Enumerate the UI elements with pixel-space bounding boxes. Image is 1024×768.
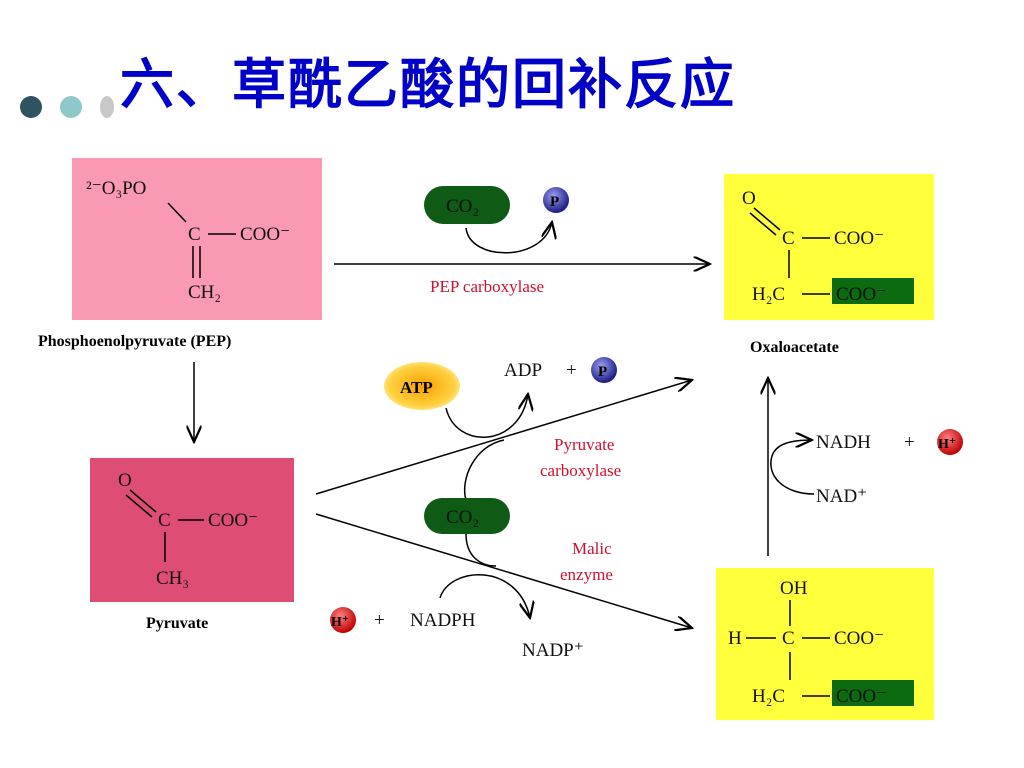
- nadh-plus: +: [904, 432, 915, 453]
- pyruvate-ch3: CH₃: [156, 568, 189, 589]
- oaa-carboxyl: COO⁻: [834, 228, 884, 249]
- oaa-new-carboxyl: COO⁻: [836, 284, 886, 305]
- pyruvate-carboxylase-label-line2: carboxylase: [540, 461, 621, 480]
- co2-uptake-arrow: [464, 439, 505, 501]
- svg-text:ATP: ATP: [400, 378, 433, 397]
- svg-text:CO₂: CO₂: [446, 196, 479, 217]
- page-title: 六、草酰乙酸的回补反应: [120, 53, 736, 116]
- adp-text: ADP: [504, 360, 542, 381]
- pyruvate-carbon: C: [158, 510, 171, 531]
- malic-enzyme-label-line1: Malic: [572, 539, 612, 558]
- nad-to-nadh-arrow: [770, 440, 815, 495]
- nadph-text: NADPH: [410, 610, 476, 631]
- phosphate-icon: P: [543, 187, 569, 213]
- atp-icon: ATP: [384, 362, 460, 410]
- pep-carboxylase-cofactor-arrow: [465, 222, 552, 254]
- oxaloacetate-structure: O C COO⁻ H₂C COO⁻: [724, 174, 934, 320]
- malate-h: H: [728, 628, 742, 649]
- nadph-plus: +: [374, 610, 385, 631]
- svg-text:H⁺: H⁺: [331, 615, 349, 630]
- pep-carboxyl: COO⁻: [240, 224, 290, 245]
- pyruvate-label: Pyruvate: [146, 615, 208, 632]
- decor-dot-3: [100, 96, 114, 118]
- pep-phosphate-group: ²⁻O₃PO: [86, 178, 146, 199]
- h-plus-icon: H⁺: [330, 607, 356, 633]
- pyruvate-carboxyl: COO⁻: [208, 510, 258, 531]
- phosphate-icon-2: P: [591, 357, 617, 383]
- pep-structure: ²⁻O₃PO C COO⁻ CH₂: [72, 158, 322, 320]
- decor-dot-2: [60, 96, 82, 118]
- oaa-h2c: H₂C: [752, 284, 785, 305]
- nad-plus-text: NAD⁺: [816, 486, 867, 507]
- malic-enzyme-arrow: [315, 513, 692, 628]
- pep-ch2: CH₂: [188, 282, 221, 303]
- malate-oh: OH: [780, 578, 808, 599]
- malate-structure: OH H C COO⁻ H₂C COO⁻: [716, 568, 934, 720]
- pep-label: Phosphoenolpyruvate (PEP): [38, 333, 231, 350]
- malate-new-carboxyl: COO⁻: [836, 686, 886, 707]
- pyruvate-structure: O C COO⁻ CH₃: [90, 458, 294, 602]
- pep-carbon: C: [188, 224, 201, 245]
- pyruvate-carboxylase-arrow: [315, 380, 692, 495]
- malate-carbon: C: [782, 628, 795, 649]
- pep-carboxylase-label: PEP carboxylase: [430, 277, 544, 296]
- atp-to-adp-arrow: [445, 394, 528, 438]
- svg-text:P: P: [598, 364, 607, 380]
- pyruvate-oxygen: O: [118, 470, 132, 491]
- oaa-carbon: C: [782, 228, 795, 249]
- h-plus-icon-2: H⁺: [937, 429, 963, 455]
- malic-enzyme-label-line2: enzyme: [560, 565, 613, 584]
- svg-text:H⁺: H⁺: [938, 437, 956, 452]
- co2-icon: CO₂: [424, 186, 510, 224]
- oxaloacetate-label: Oxaloacetate: [750, 339, 839, 356]
- nadph-to-nadp-arrow: [439, 573, 530, 618]
- malate-h2c: H₂C: [752, 686, 785, 707]
- adp-plus: +: [566, 360, 577, 381]
- malate-carboxyl: COO⁻: [834, 628, 884, 649]
- nadh-text: NADH: [816, 432, 871, 453]
- co2-release-arrow: [465, 533, 497, 567]
- svg-text:CO₂: CO₂: [446, 507, 479, 528]
- svg-text:P: P: [550, 194, 559, 210]
- co2-icon-2: CO₂: [424, 498, 510, 534]
- oaa-oxygen: O: [742, 188, 756, 209]
- nadp-plus-text: NADP⁺: [522, 640, 584, 661]
- decor-dot-1: [20, 96, 42, 118]
- pyruvate-carboxylase-label-line1: Pyruvate: [554, 435, 614, 454]
